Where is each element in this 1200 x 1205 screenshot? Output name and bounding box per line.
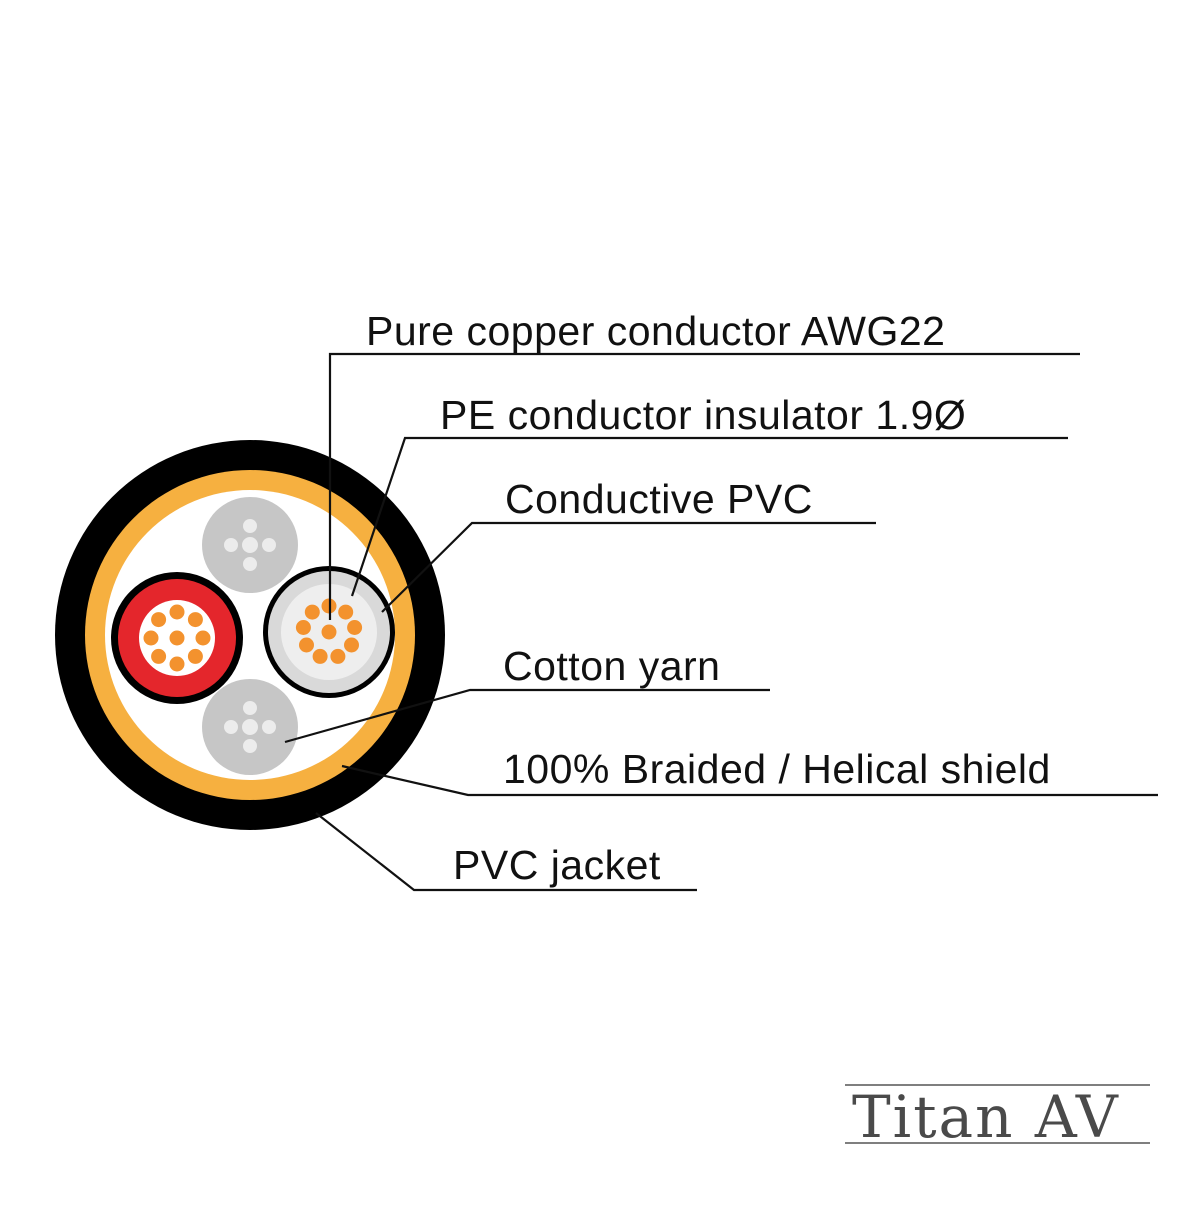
copper-strand [169,656,185,672]
red-insulated-conductor [111,572,243,704]
label-braided-helical-shield: 100% Braided / Helical shield [503,746,1051,792]
leader-line-copper-conductor [328,352,1080,620]
copper-strand [151,612,167,628]
leader-line-cotton-yarn [284,688,770,744]
copper-strand [312,648,328,664]
copper-strand [338,604,354,620]
copper-strand [295,620,311,635]
copper-strand [151,648,167,664]
copper-strand [344,637,359,653]
label-cotton-yarn: Cotton yarn [503,643,721,689]
copper-strand [347,620,363,635]
copper-strand [187,648,203,664]
copper-strand [169,604,185,620]
titan-av-logo-rules [845,1084,1150,1144]
copper-strand [187,612,203,628]
label-pe-conductor-insulator: PE conductor insulator 1.9Ø [440,392,967,438]
label-pvc-jacket: PVC jacket [453,842,661,888]
leader-line-jacket [315,812,697,892]
copper-strand [330,648,346,664]
copper-strand [304,604,320,620]
white-insulated-conductor [263,566,395,698]
cotton-yarn-filler-bottom [202,679,298,775]
copper-strand [299,637,314,653]
leader-line-shield [341,764,1158,797]
leader-line-conductive-pvc [381,521,876,613]
leader-line-pe-insulator [350,436,1068,597]
cotton-yarn-filler-top [202,497,298,593]
copper-strand [195,630,211,646]
copper-strand [143,630,159,646]
copper-strand-center [169,630,185,646]
titan-av-logo: Titan AV [852,1083,1120,1151]
label-pure-copper-conductor: Pure copper conductor AWG22 [366,308,946,354]
copper-strand-center [321,624,337,640]
label-conductive-pvc: Conductive PVC [505,476,813,522]
inner-core-area [105,490,395,780]
